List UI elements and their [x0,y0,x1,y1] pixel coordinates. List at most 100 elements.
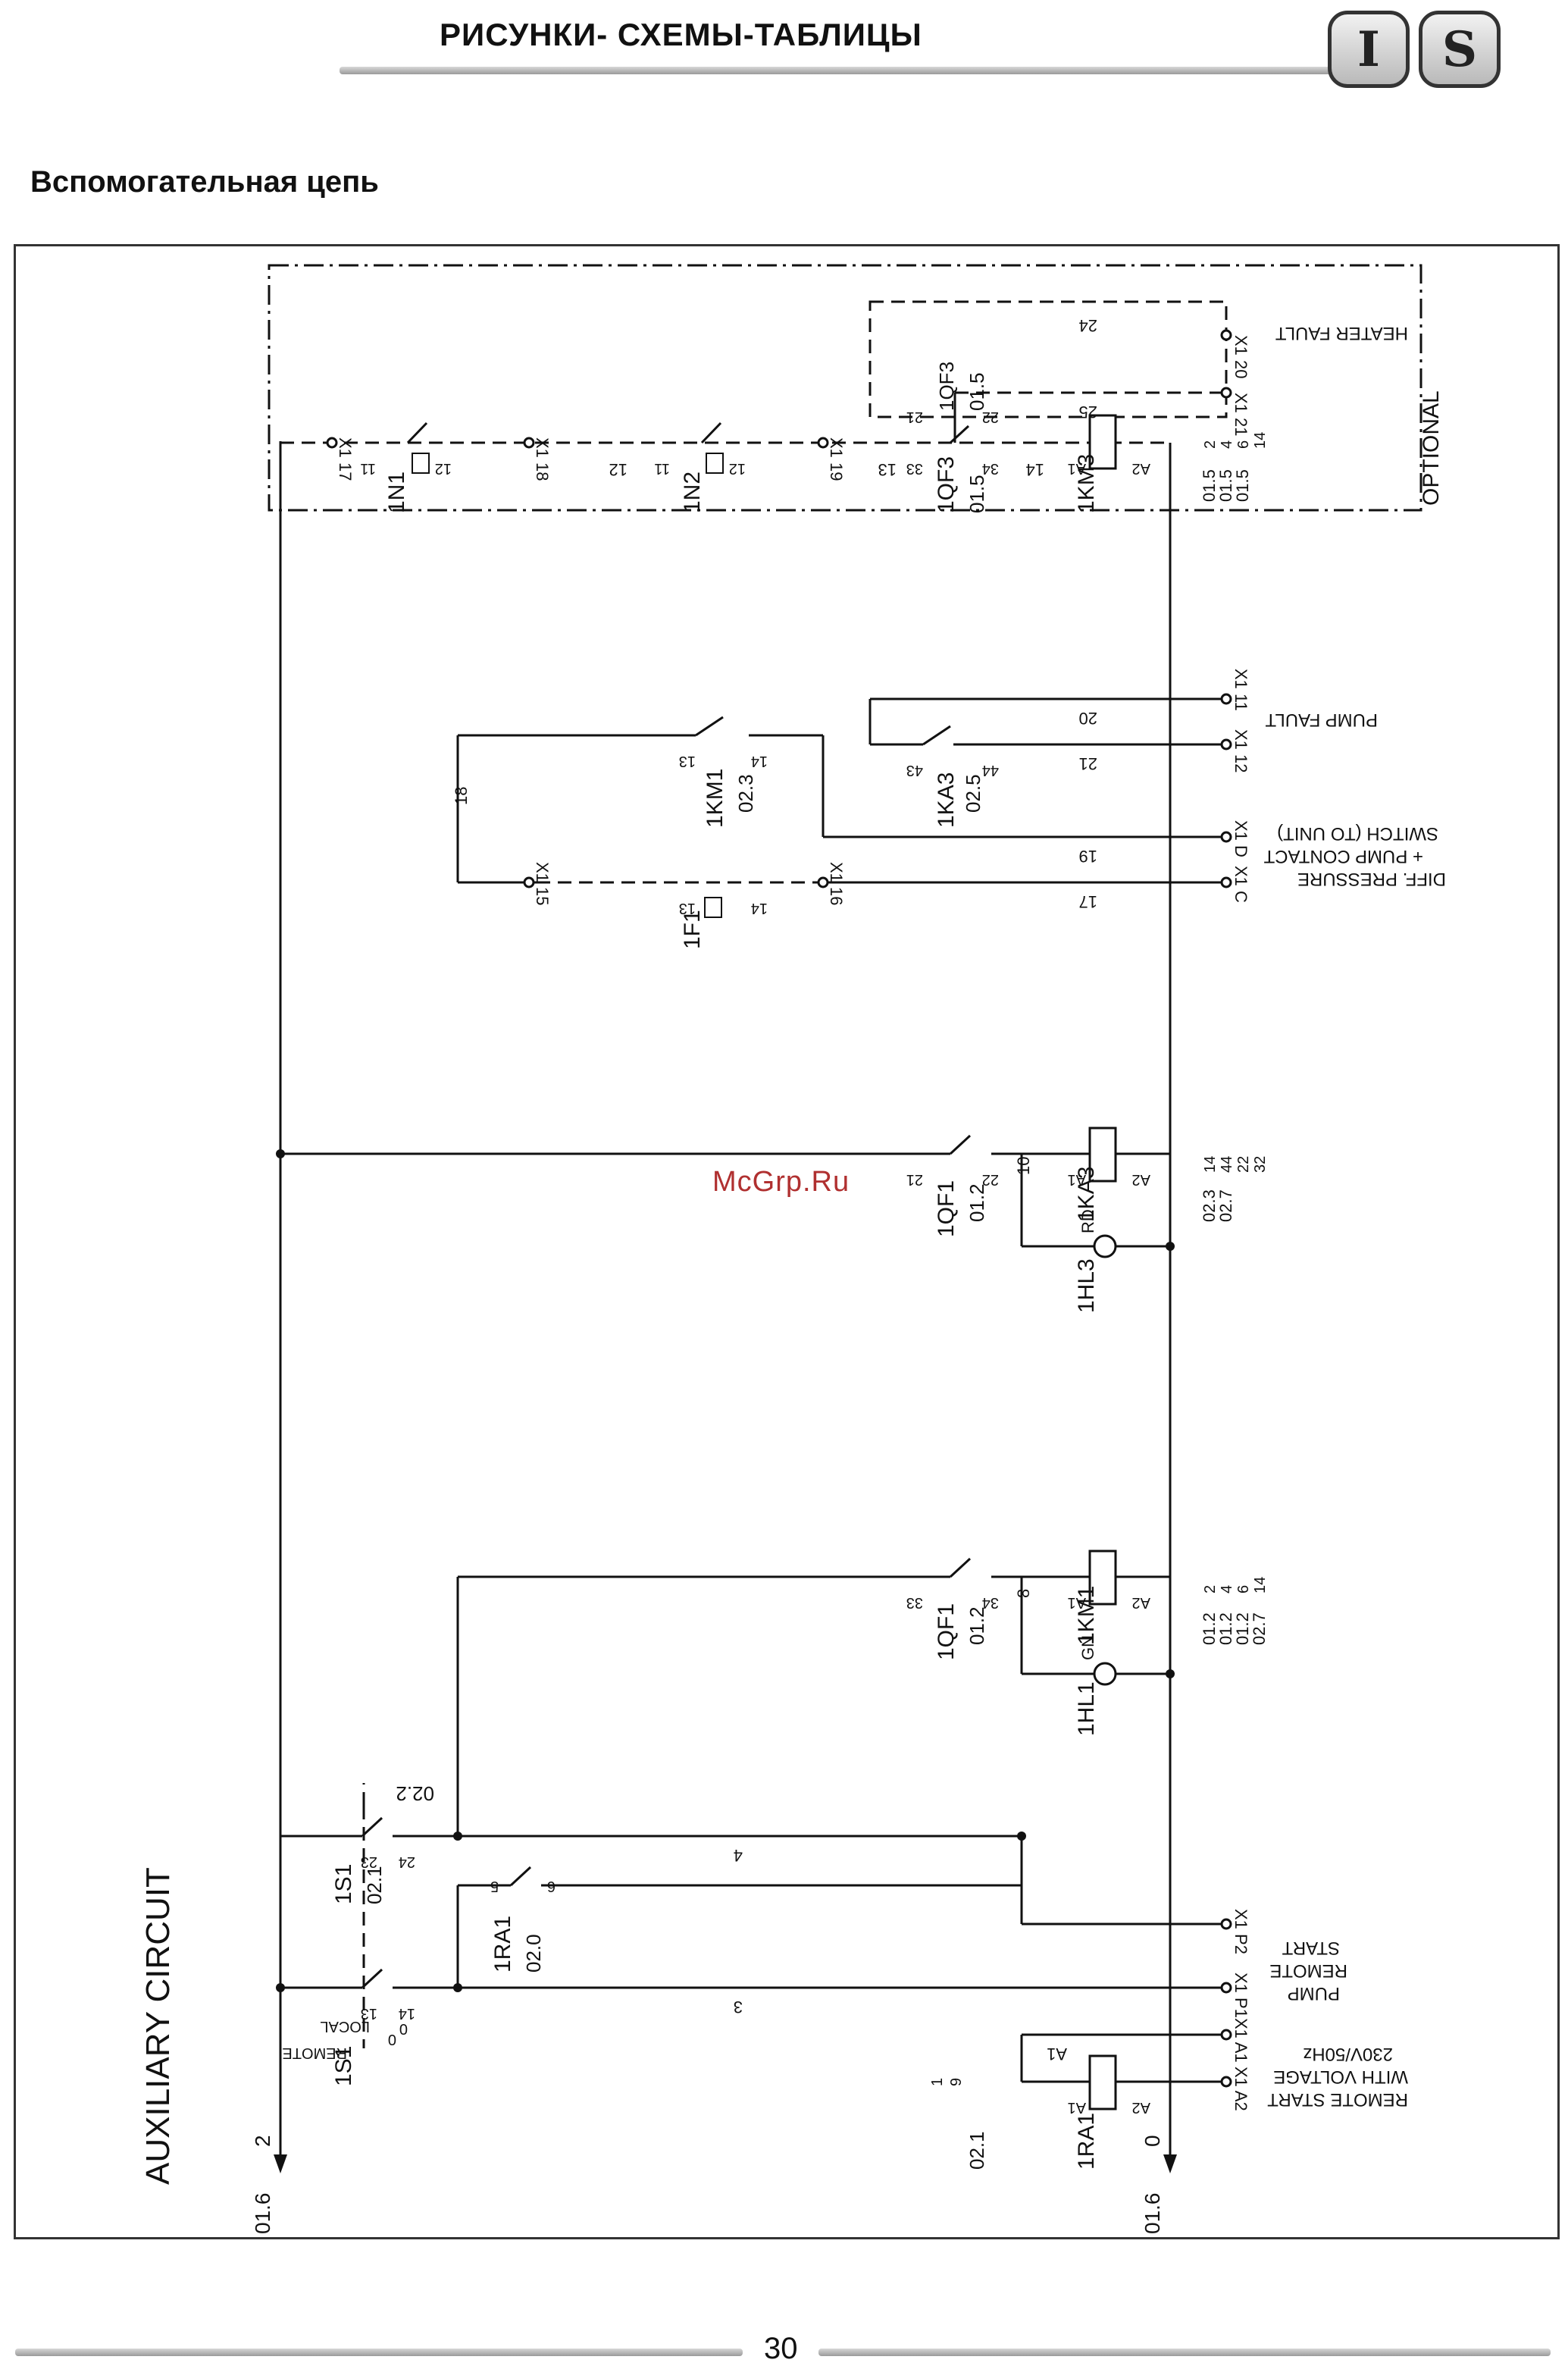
node-ra1 [453,1983,462,1992]
footer-rule-right [818,2349,1551,2356]
wire-num-18: 18 [452,787,471,805]
label-x1-20: X1 20 [1232,335,1250,379]
ka3-contact-4: 32 [1252,1156,1269,1173]
n2-actuator [706,453,724,474]
terminal-x1-16 [817,876,829,888]
wire-num-10: 10 [1014,1157,1033,1175]
rail-right-arrow [1163,2154,1177,2173]
label-1hl1: 1HL1 [1074,1681,1099,1736]
label-x1-19: X1 19 [827,437,846,481]
label-pump-start-3: START [1282,1938,1340,1958]
rail-right-ref: 01.6 [1141,2193,1164,2235]
node-s1 [453,1832,462,1841]
km1-xref-4: 02.7 [1250,1612,1269,1645]
km1-contact-2: 4 [1219,1585,1235,1593]
km1-contact-1: 2 [1202,1585,1219,1593]
wire-num-17: 17 [1079,892,1097,911]
ka3-coil [1088,1127,1117,1183]
label-1n1: 1N1 [384,472,409,513]
wire-num-8: 8 [1014,1589,1033,1598]
s1-contact-13 [361,1968,383,1989]
label-heater-fault: HEATER FAULT [1275,323,1408,343]
pin-qf1a-22: 22 [982,1171,999,1188]
badge-s: S [1419,11,1501,88]
pin-f1-14: 14 [751,900,768,917]
footer-rule-left [15,2349,743,2356]
terminal-x1-12 [1220,738,1232,750]
optional-frame [268,264,1422,512]
pin-ka3-a1: A1 [1068,1171,1086,1188]
label-1ka3-a: 1KA3 [934,772,959,828]
pin-km3-a1: A1 [1068,460,1086,477]
switch-remote: REMOTE [282,2045,347,2061]
label-1qf1-a: 1QF1 [934,1180,959,1237]
label-x1-12: X1 12 [1232,729,1250,773]
label-remote-2: WITH VOLTAGE [1273,2067,1408,2087]
ref-qf1-012a: 01.2 [966,1183,988,1222]
label-diff-2: + PUMP CONTACT [1263,846,1423,866]
wire-num-a1: A1 [1047,2045,1067,2063]
pin-ra1-5: 5 [490,1878,499,1894]
pin-s1-24: 24 [399,1854,415,1870]
ka3-xref-2: 02.7 [1216,1189,1235,1222]
pin-km1-a1: A1 [1068,1594,1086,1611]
qf3-contact [949,425,970,444]
ka3-contact-1: 14 [1202,1156,1219,1173]
pin-n1-11: 11 [360,460,376,477]
label-1hl3: 1HL3 [1074,1258,1099,1313]
node-left-s1 [276,1983,285,1992]
watermark: McGrp.Ru [712,1166,850,1198]
label-remote-1: REMOTE START [1267,2089,1408,2110]
label-diff-3: SWITCH (TO UNIT) [1277,823,1438,844]
terminal-x1-c [1220,876,1232,888]
km3-xref-2: 01.5 [1216,469,1235,502]
ra1-contact-1: 1 [929,2078,946,2086]
wire-num-20: 20 [1079,709,1097,728]
wire-num-13: 13 [878,460,897,479]
ref-qf1-012b: 01.2 [966,1606,988,1645]
rail-left-ref: 01.6 [251,2193,274,2235]
label-x1-18: X1 18 [533,437,552,481]
pin-qf3-33: 33 [906,460,923,477]
terminal-x1-20 [1220,329,1232,341]
qf1b-contact [949,1557,972,1578]
pin-qf3-22: 22 [982,409,999,425]
qf1-contact [949,1134,972,1155]
km3-contact-3: 6 [1235,440,1252,449]
ref-km1-023: 02.3 [734,774,757,813]
km1-contact-3: 6 [1235,1585,1252,1593]
terminal-x1-19 [817,437,829,449]
label-1qf3-a: 1QF3 [934,456,959,513]
label-1n2: 1N2 [680,472,705,513]
label-x1-c: X1 C [1232,866,1250,903]
ra1-coil [1088,2054,1117,2110]
km1-xref-3: 01.2 [1233,1612,1252,1645]
label-1km3: 1KM3 [1074,454,1099,513]
wire-num-12: 12 [609,460,628,479]
auxiliary-circuit-diagram: AUXILIARY CIRCUIT OPTIONAL 01.6 2 01.6 0… [139,264,1446,2235]
n1-actuator [412,453,430,474]
s1-contact-23 [361,1816,383,1838]
label-1ra1-a: 1RA1 [490,1916,515,1973]
wire-num-21: 21 [1079,754,1097,773]
label-diff-1: DIFF. PRESSURE [1297,869,1446,889]
terminal-x1-11 [1220,693,1232,705]
km3-xref-1: 01.5 [1200,469,1219,502]
label-x1-d: X1 D [1232,820,1250,857]
ka3-contact [922,725,951,746]
terminal-x1-p2 [1220,1918,1232,1930]
terminal-x1-p1 [1220,1982,1232,1994]
ka3-xref-1: 02.3 [1200,1189,1219,1222]
pin-n2-12: 12 [729,460,746,477]
section-title: Вспомогательная цепь [30,165,379,199]
heater-fault-box [869,300,1228,418]
label-1km1-b: 1KM1 [1074,1586,1099,1645]
node-wire4 [1017,1832,1026,1841]
label-pump-start-1: PUMP [1288,1983,1340,2004]
km3-contact-4: 14 [1252,432,1269,449]
pin-ra1-a2: A2 [1132,2099,1150,2116]
ref-s1-022: 02.2 [396,1782,434,1805]
km1-xref-2: 01.2 [1216,1612,1235,1645]
header-rule [340,67,1332,74]
lamp-rd: RD [1078,1209,1097,1233]
